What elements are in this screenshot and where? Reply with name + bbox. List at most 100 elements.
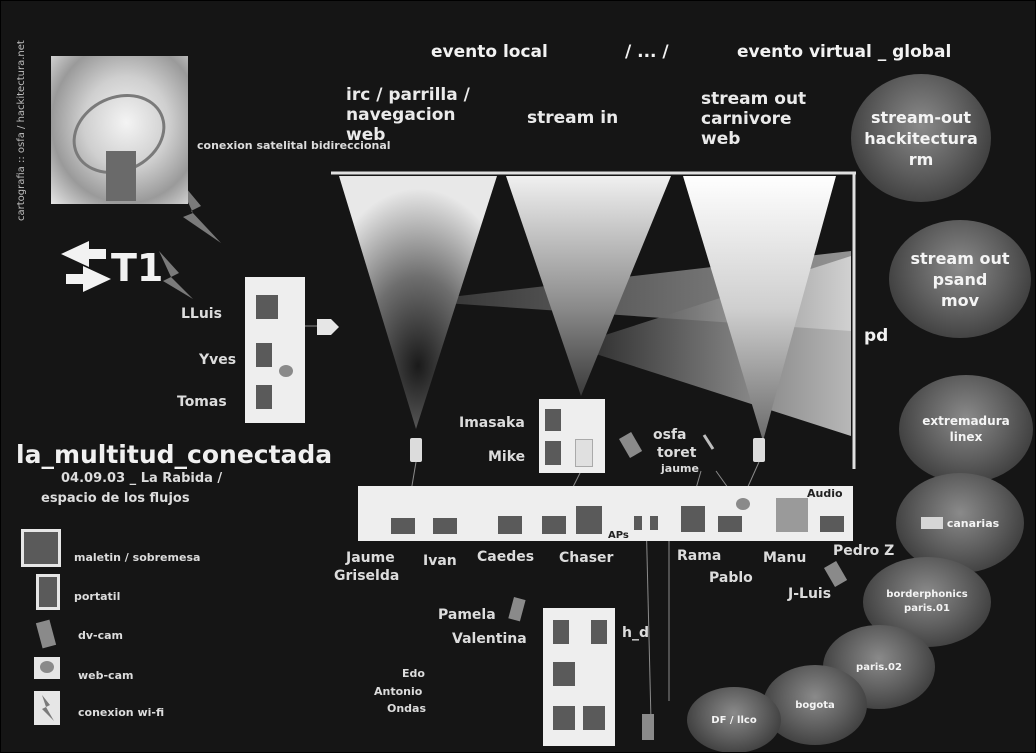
person-pamela: Pamela: [438, 607, 496, 623]
cloud-canarias: canarias: [896, 473, 1024, 573]
cloud-text: extremadura: [922, 414, 1010, 428]
title-main: la_multitud_conectada: [16, 440, 333, 469]
person-tomas: Tomas: [177, 394, 227, 410]
person-mike: Mike: [488, 449, 526, 465]
webcam-icon: [279, 365, 293, 377]
projector-icon-1: [410, 438, 422, 462]
arrow-right-icon: [66, 266, 111, 292]
lightning-icon-t1: [159, 251, 193, 299]
person-antonio: Antonio: [374, 685, 423, 698]
laptop-icon: [391, 518, 415, 534]
person-hd: h_d: [622, 625, 649, 641]
laptop-icon: [583, 706, 605, 730]
header-evento-virtual: evento virtual _ global: [737, 42, 952, 62]
cloud-text: paris.01: [904, 603, 950, 614]
access-point-icon: [634, 516, 642, 530]
projector-cone-stream-out: [683, 176, 836, 441]
laptop-icon: [553, 662, 575, 686]
dv-cam-icon-pamela: [508, 597, 526, 622]
person-griselda: Griselda: [334, 568, 400, 584]
cloud-text: stream-out: [870, 107, 972, 127]
laptop-icon: [545, 441, 561, 465]
cloud-bogota: bogota: [763, 665, 867, 745]
laptop-icon: [498, 516, 522, 534]
laptop-icon: [256, 295, 278, 319]
laptop-icon: [542, 516, 566, 534]
laptop-icon: [545, 409, 561, 431]
person-rama: Rama: [677, 548, 722, 564]
person-jaume: Jaume: [346, 550, 395, 566]
group1-box: [245, 277, 305, 423]
cloud-df: DF / llco: [687, 687, 781, 752]
cloud-text: psand: [932, 269, 988, 289]
flag-icon: [920, 517, 943, 529]
column-irc: irc / parrilla / navegacion web: [346, 85, 470, 145]
satellite-dish-image: [51, 56, 188, 204]
cloud-text: rm: [908, 149, 934, 169]
person-jaume-top: jaume: [661, 462, 699, 475]
projector-cone-stream-in: [506, 176, 671, 396]
audio-label: Audio: [807, 487, 843, 500]
output-arrow-icon: [317, 319, 339, 335]
t1-label: T1: [111, 246, 164, 290]
dv-cam-icon-bottom: [642, 714, 654, 740]
dv-cam-icon-jluis: [824, 561, 848, 588]
person-imasaka: Imasaka: [459, 415, 525, 431]
person-edo: Edo: [402, 667, 425, 680]
legend-laptop-icon: [36, 574, 60, 610]
title-date: 04.09.03 _ La Rabida /: [61, 471, 223, 486]
legend-webcam: web-cam: [78, 669, 134, 682]
pen-icon: [702, 434, 715, 450]
desktop-icon: [681, 506, 705, 532]
laptop-icon: [256, 385, 272, 409]
column-stream-out: stream out carnivore web: [701, 89, 807, 149]
header-separator: / ... /: [625, 42, 669, 62]
person-ivan: Ivan: [423, 553, 457, 569]
laptop-icon: [256, 343, 272, 367]
projector-cone-irc: [339, 176, 497, 429]
cloud-extremadura: extremadura linex: [899, 375, 1033, 483]
cloud-text: DF / llco: [711, 714, 757, 726]
cloud-text: hackitectura: [864, 128, 978, 148]
person-osfa: osfa: [653, 427, 687, 443]
laptop-icon: [553, 620, 569, 644]
arrow-left-icon: [61, 241, 106, 267]
person-lluis: LLuis: [181, 306, 222, 322]
satellite-label: conexion satelital bidireccional: [197, 139, 391, 152]
legend-wifi: conexion wi-fi: [78, 706, 165, 719]
cloud-text: stream out: [910, 248, 1010, 268]
laptop-icon: [433, 518, 457, 534]
column-stream-in: stream in: [527, 108, 619, 128]
webcam-icon: [736, 498, 750, 510]
cloud-text: bogota: [795, 699, 835, 711]
projector-icon: [575, 439, 593, 467]
cloud-text: paris.02: [856, 661, 902, 673]
laptop-icon: [591, 620, 607, 644]
main-table-box: [358, 486, 853, 541]
person-valentina: Valentina: [452, 631, 527, 647]
side-credit: cartografia :: osfa / hackitectura.net: [16, 40, 27, 221]
person-pedro: Pedro Z: [833, 543, 895, 559]
cloud-text: canarias: [946, 516, 1000, 530]
cloud-text: linex: [949, 430, 983, 444]
legend-desktop-icon: [21, 529, 61, 567]
person-jluis: J-Luis: [788, 586, 832, 602]
group3-box: [543, 608, 615, 746]
aps-label: APs: [608, 530, 629, 541]
cloud-text: borderphonics: [886, 589, 968, 600]
audio-device-icon: [776, 498, 808, 532]
person-ondas: Ondas: [387, 702, 427, 715]
laptop-icon: [718, 516, 742, 532]
laptop-icon: [553, 706, 575, 730]
person-chaser: Chaser: [559, 550, 614, 566]
person-pablo: Pablo: [709, 570, 753, 586]
person-yves: Yves: [199, 352, 237, 368]
title-subtitle: espacio de los flujos: [41, 491, 190, 506]
laptop-icon: [820, 516, 844, 532]
legend-webcam-icon: [34, 657, 60, 679]
header-evento-local: evento local: [431, 42, 548, 62]
